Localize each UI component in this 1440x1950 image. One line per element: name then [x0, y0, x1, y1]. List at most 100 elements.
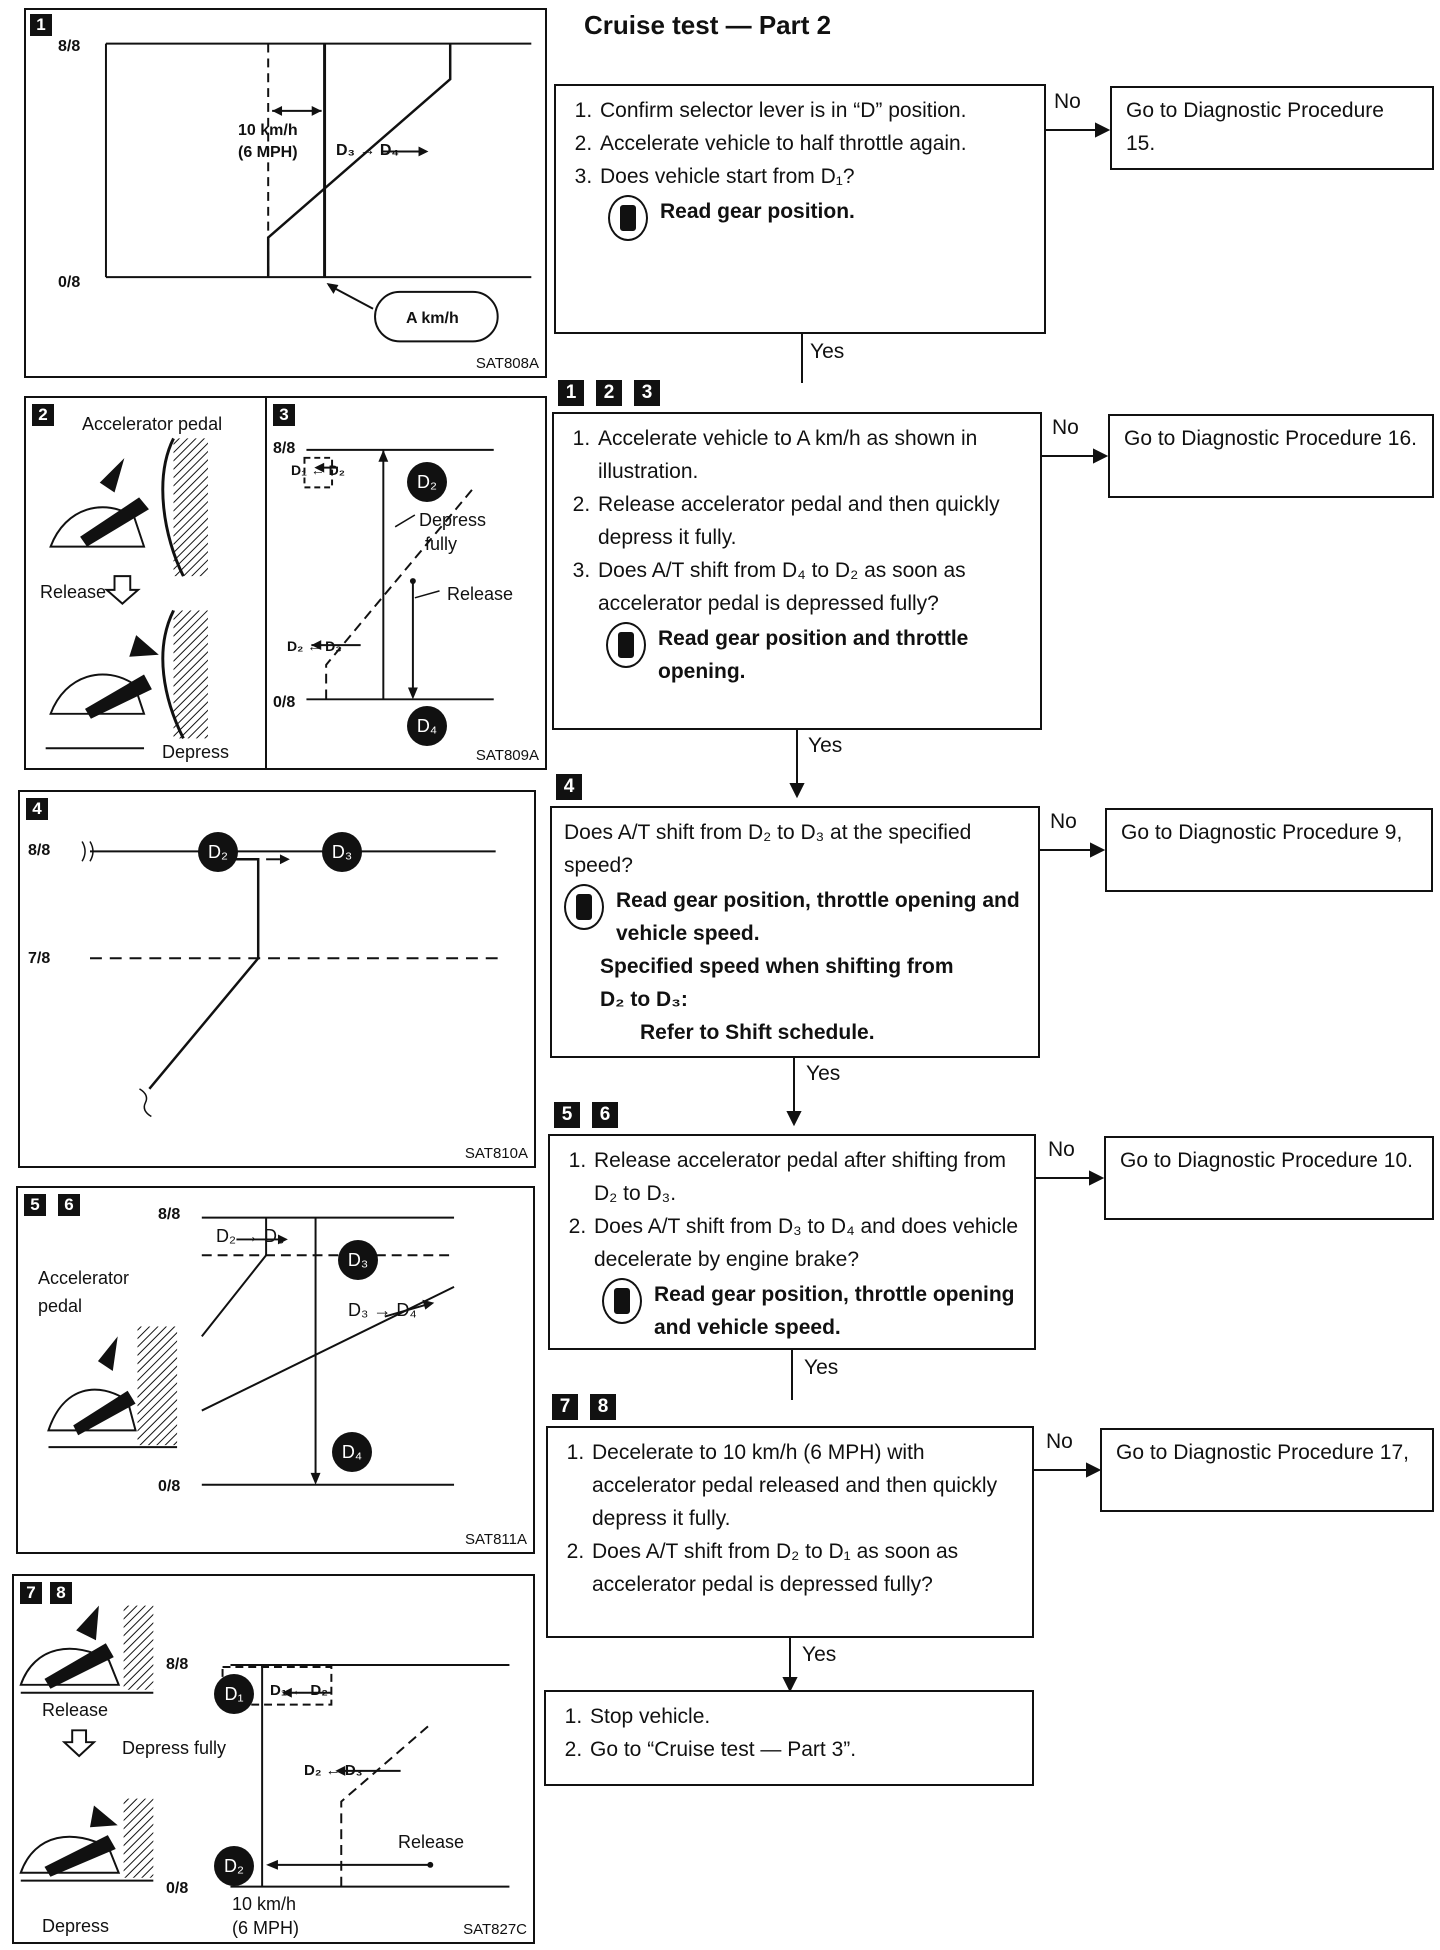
panel-4-d3-circle: D₃ [322, 832, 362, 872]
step-4-item-1: Release accelerator pedal after shifting… [592, 1144, 1022, 1210]
panel-5-6-graph [47, 1216, 455, 1486]
illustration-panel-5-6: 5 6 8/8 0/8 D₂ → D₃ D₃ Accelerator pedal… [16, 1186, 535, 1554]
step-2-read-instruction: Read gear position and throttle opening. [658, 627, 969, 683]
step-2-badge-2: 2 [596, 380, 622, 406]
page-title: Cruise test — Part 2 [584, 10, 832, 40]
panel-5-badge: 5 [24, 1194, 46, 1216]
step-2-item-1: Accelerate vehicle to A km/h as shown in… [596, 422, 1028, 488]
panel-3-badge: 3 [273, 404, 295, 426]
step-3-no-label: No [1050, 810, 1077, 833]
panel-7-d2-circle: D₂ [214, 1846, 254, 1886]
panel-7-y-bottom: 0/8 [166, 1880, 189, 1897]
panel-1-y-top: 8/8 [58, 38, 81, 55]
panel-1-code: SAT808A [475, 355, 539, 372]
step-1-yes-label: Yes [810, 340, 845, 363]
step-3-spec-line-3: Refer to Shift schedule. [640, 1021, 875, 1044]
panel-7-depress-label: Depress [42, 1916, 110, 1936]
panel-5-y-bottom: 0/8 [158, 1478, 181, 1495]
pedal-illustration [45, 437, 208, 750]
panel-5-pedal-label: Accelerator [38, 1268, 130, 1288]
panel-3-d1-d2-label: D₁ ← D₂ [291, 462, 346, 478]
panel-5-d3-d4-label: D₃ → D₄ [348, 1300, 417, 1320]
panel-1-offset-label-mph: (6 MPH) [238, 144, 298, 161]
step-2-item-3: Does A/T shift from D₄ to D₂ as soon as … [596, 554, 1028, 620]
step-5-badges: 7 8 [552, 1394, 616, 1420]
panel-5-d2-d3-label: D₂ → D₃ [216, 1226, 285, 1246]
panel-3-graph [303, 448, 494, 701]
panel-5-d3-circle: D₃ [338, 1240, 378, 1280]
consult-monitor-icon [608, 195, 648, 241]
step-4-no-result: Go to Diagnostic Procedure 10. [1104, 1136, 1434, 1220]
step-5-item-1: Decelerate to 10 km/h (6 MPH) with accel… [590, 1436, 1020, 1535]
panel-3-d2-d3-label: D₂ ← D₃ [287, 638, 342, 654]
step-4-item-2: Does A/T shift from D₃ to D₄ and does ve… [592, 1210, 1022, 1276]
panel-2-depress-label: Depress [162, 742, 230, 762]
panel-7-d2-d3-label: D₂ ← D₃ [304, 1762, 363, 1779]
step-3-question: Does A/T shift from D₂ to D₃ at the spec… [564, 821, 972, 877]
panel-3-code: SAT809A [475, 747, 539, 764]
step-2-badge-3: 3 [634, 380, 660, 406]
step-2-no-label: No [1052, 416, 1079, 439]
panel-3-y-top: 8/8 [273, 440, 296, 457]
panel-5-d4-circle: D₄ [332, 1432, 372, 1472]
panel-4-code: SAT810A [464, 1145, 528, 1162]
step-5-yes-label: Yes [802, 1643, 837, 1666]
step-2-yes-label: Yes [808, 734, 843, 757]
panel-7-speed-label: 10 km/h [232, 1894, 297, 1914]
step-5-box: Decelerate to 10 km/h (6 MPH) with accel… [546, 1426, 1034, 1638]
panel-7-8-graph [19, 1605, 510, 1888]
step-1-box: Confirm selector lever is in “D” positio… [554, 84, 1046, 334]
step-2-no-result: Go to Diagnostic Procedure 16. [1108, 414, 1434, 498]
step-3-yes-label: Yes [806, 1062, 841, 1085]
illustration-panel-3: 3 8/8 0/8 D₁ ← D₂ D₂ Depress fully Relea… [265, 396, 547, 770]
panel-7-speed-label-mph: (6 MPH) [232, 1918, 299, 1938]
panel-4-graph [81, 841, 506, 1118]
panel-4-d2-circle: D₂ [198, 832, 238, 872]
step-6-box: Stop vehicle. Go to “Cruise test — Part … [544, 1690, 1034, 1786]
step-2-badge-1: 1 [558, 380, 584, 406]
panel-7-release-label-2: Release [398, 1832, 465, 1852]
panel-1-y-bottom: 0/8 [58, 274, 81, 291]
panel-7-d1-circle: D₁ [214, 1674, 254, 1714]
panel-7-code: SAT827C [463, 1921, 527, 1938]
step-4-badge-1: 5 [554, 1102, 580, 1128]
panel-5-y-top: 8/8 [158, 1206, 181, 1223]
step-3-no-result: Go to Diagnostic Procedure 9, [1105, 808, 1433, 892]
panel-1-badge: 1 [30, 14, 52, 36]
step-1-no-label: No [1054, 90, 1081, 113]
step-3-read-instruction: Read gear position, throttle opening and… [616, 889, 1020, 945]
step-3-spec-line-2: D₂ to D₃: [600, 988, 688, 1011]
panel-5-pedal-label-2: pedal [38, 1296, 83, 1316]
step-5-no-result: Go to Diagnostic Procedure 17, [1100, 1428, 1434, 1512]
panel-7-d1-d2-label: D₁ ← D₂ [270, 1682, 328, 1699]
step-5-badge-2: 8 [590, 1394, 616, 1420]
step-2-item-2: Release accelerator pedal and then quick… [596, 488, 1028, 554]
panel-2-badge: 2 [32, 404, 54, 426]
step-4-no-label: No [1048, 1138, 1075, 1161]
step-4-badge-2: 6 [592, 1102, 618, 1128]
panel-6-badge: 6 [58, 1194, 80, 1216]
panel-3-depress-label: Depress [419, 510, 487, 530]
panel-3-d2-circle: D₂ [407, 462, 447, 502]
step-1-item-3: Does vehicle start from D₁? [598, 160, 1032, 193]
step-5-no-label: No [1046, 1430, 1073, 1453]
panel-4-badge: 4 [26, 798, 48, 820]
consult-monitor-icon [602, 1278, 642, 1324]
step-2-badges: 1 2 3 [558, 380, 660, 406]
panel-2-release-label: Release [40, 582, 107, 602]
step-3-box: Does A/T shift from D₂ to D₃ at the spec… [550, 806, 1040, 1058]
panel-8-badge: 8 [50, 1582, 72, 1604]
step-3-badges: 4 [556, 774, 582, 800]
consult-monitor-icon [606, 622, 646, 668]
panel-5-code: SAT811A [465, 1531, 527, 1548]
step-1-item-1: Confirm selector lever is in “D” positio… [598, 94, 1032, 127]
step-3-spec-line-1: Specified speed when shifting from [600, 955, 954, 978]
step-4-yes-label: Yes [804, 1356, 839, 1379]
step-5-item-2: Does A/T shift from D₂ to D₁ as soon as … [590, 1535, 1020, 1601]
step-1-item-2: Accelerate vehicle to half throttle agai… [598, 127, 1032, 160]
step-4-read-instruction: Read gear position, throttle opening and… [654, 1283, 1015, 1339]
panel-4-y-mid: 7/8 [28, 950, 51, 967]
panel-1-shift-label: D₃ → D₄ [336, 142, 400, 159]
illustration-panel-1: 1 8/8 0/8 10 km/h (6 MPH) D₃ → D₄ A km/h… [24, 8, 547, 378]
panel-1-speed-label: A km/h [406, 310, 459, 327]
